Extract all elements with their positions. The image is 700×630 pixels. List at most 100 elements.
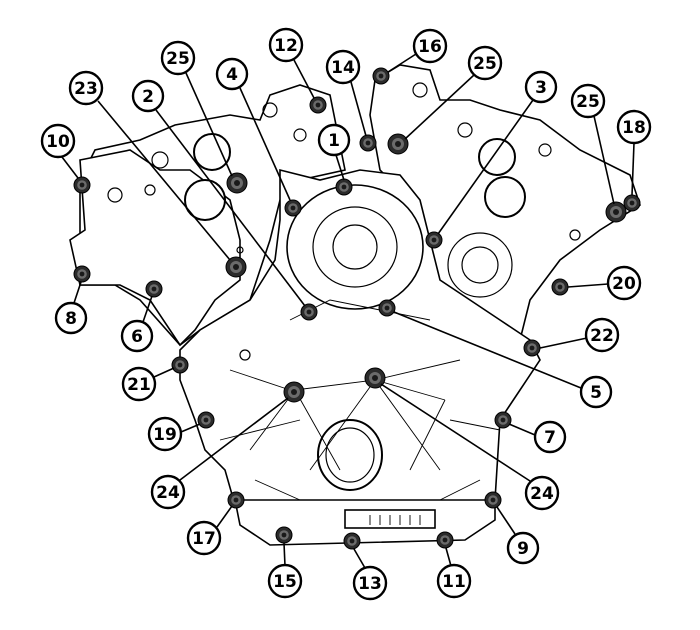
callout-20-label: 20 (612, 274, 636, 294)
leader-3 (437, 99, 534, 235)
callout-22-label: 22 (590, 326, 614, 346)
leader-24-left (179, 397, 289, 481)
callout-13-label: 13 (358, 574, 382, 594)
callout-6: 6 (120, 319, 154, 353)
fastener-group (73, 67, 641, 550)
callout-25-left: 25 (160, 40, 196, 76)
callout-21: 21 (121, 366, 157, 402)
leader-8 (73, 281, 82, 304)
leader-lines (61, 53, 635, 569)
bolt-15 (275, 526, 293, 544)
callout-11: 11 (436, 563, 472, 599)
bolt-14 (359, 134, 377, 152)
callout-20: 20 (606, 265, 642, 301)
callout-24-right-label: 24 (530, 484, 554, 504)
callout-18: 18 (616, 109, 652, 145)
bolt-21 (171, 356, 189, 374)
callout-10: 10 (40, 123, 76, 159)
bolt-23 (225, 256, 247, 278)
callout-17: 17 (186, 520, 222, 556)
callout-12-label: 12 (274, 36, 298, 56)
leader-13 (353, 548, 366, 569)
bolt-25-left (226, 172, 248, 194)
leader-25-right (593, 115, 615, 205)
leader-17 (216, 505, 233, 528)
callout-10-label: 10 (46, 132, 70, 152)
callout-4-label: 4 (226, 65, 238, 85)
bolt-6 (145, 280, 163, 298)
callout-13: 13 (352, 565, 388, 601)
bolt-19 (197, 411, 215, 429)
bolt-17 (227, 491, 245, 509)
leader-24-right (380, 383, 531, 482)
leader-18 (631, 142, 635, 196)
bolt-8 (73, 265, 91, 283)
bolt-10 (73, 176, 91, 194)
callout-16-label: 16 (418, 37, 442, 57)
callout-25-left-label: 25 (166, 49, 190, 69)
leader-15 (283, 542, 286, 567)
callout-4: 4 (215, 57, 249, 91)
callout-6-label: 6 (131, 327, 143, 347)
bolt-3 (425, 231, 443, 249)
callout-23: 23 (68, 70, 104, 106)
callout-2-label: 2 (142, 87, 154, 107)
callout-8: 8 (54, 301, 88, 335)
callout-23-label: 23 (74, 79, 98, 99)
callout-3-label: 3 (535, 78, 547, 98)
callout-1-label: 1 (328, 131, 340, 151)
bolt-5 (378, 299, 396, 317)
callout-15: 15 (267, 563, 303, 599)
leader-25-center (404, 74, 475, 140)
leader-14 (350, 81, 367, 137)
callout-25-right-label: 25 (576, 92, 600, 112)
callout-24-right: 24 (524, 475, 560, 511)
leader-1 (335, 154, 345, 181)
bolt-2 (300, 303, 318, 321)
callout-19: 19 (147, 416, 183, 452)
callout-22: 22 (584, 317, 620, 353)
leader-19 (180, 423, 201, 433)
leader-23 (97, 100, 231, 261)
bolt-11 (436, 531, 454, 549)
bolt-7 (494, 411, 512, 429)
leader-9 (496, 506, 516, 535)
callout-2: 2 (131, 79, 165, 113)
bolt-13 (343, 532, 361, 550)
callout-11-label: 11 (442, 572, 466, 592)
leader-20 (567, 283, 609, 288)
leader-21 (153, 367, 175, 378)
callout-25-center-label: 25 (473, 54, 497, 74)
callout-21-label: 21 (127, 375, 151, 395)
callout-9-label: 9 (517, 539, 529, 559)
callout-17-label: 17 (192, 529, 216, 549)
callout-24-left-label: 24 (156, 483, 180, 503)
callout-3: 3 (524, 70, 558, 104)
bolt-1 (335, 178, 353, 196)
leader-4 (239, 87, 291, 201)
leader-10 (61, 156, 79, 179)
leader-22 (539, 337, 588, 349)
callout-14: 14 (325, 49, 361, 85)
bolt-24-left (283, 381, 305, 403)
callout-7-label: 7 (544, 428, 556, 448)
callout-7: 7 (533, 420, 567, 454)
callout-24-left: 24 (150, 474, 186, 510)
callout-9: 9 (506, 531, 540, 565)
callout-5: 5 (579, 375, 613, 409)
bolt-25-right (605, 201, 627, 223)
callout-5-label: 5 (590, 383, 602, 403)
leader-5 (393, 311, 582, 389)
bolt-20 (551, 278, 569, 296)
bolt-16 (372, 67, 390, 85)
callout-15-label: 15 (273, 572, 297, 592)
bolt-18 (623, 194, 641, 212)
callout-14-label: 14 (331, 58, 355, 78)
leader-2 (155, 109, 306, 307)
bolt-24-right (364, 367, 386, 389)
callout-18-label: 18 (622, 118, 646, 138)
callout-1: 1 (317, 123, 351, 157)
leader-16 (387, 53, 417, 73)
leader-11 (445, 547, 452, 567)
